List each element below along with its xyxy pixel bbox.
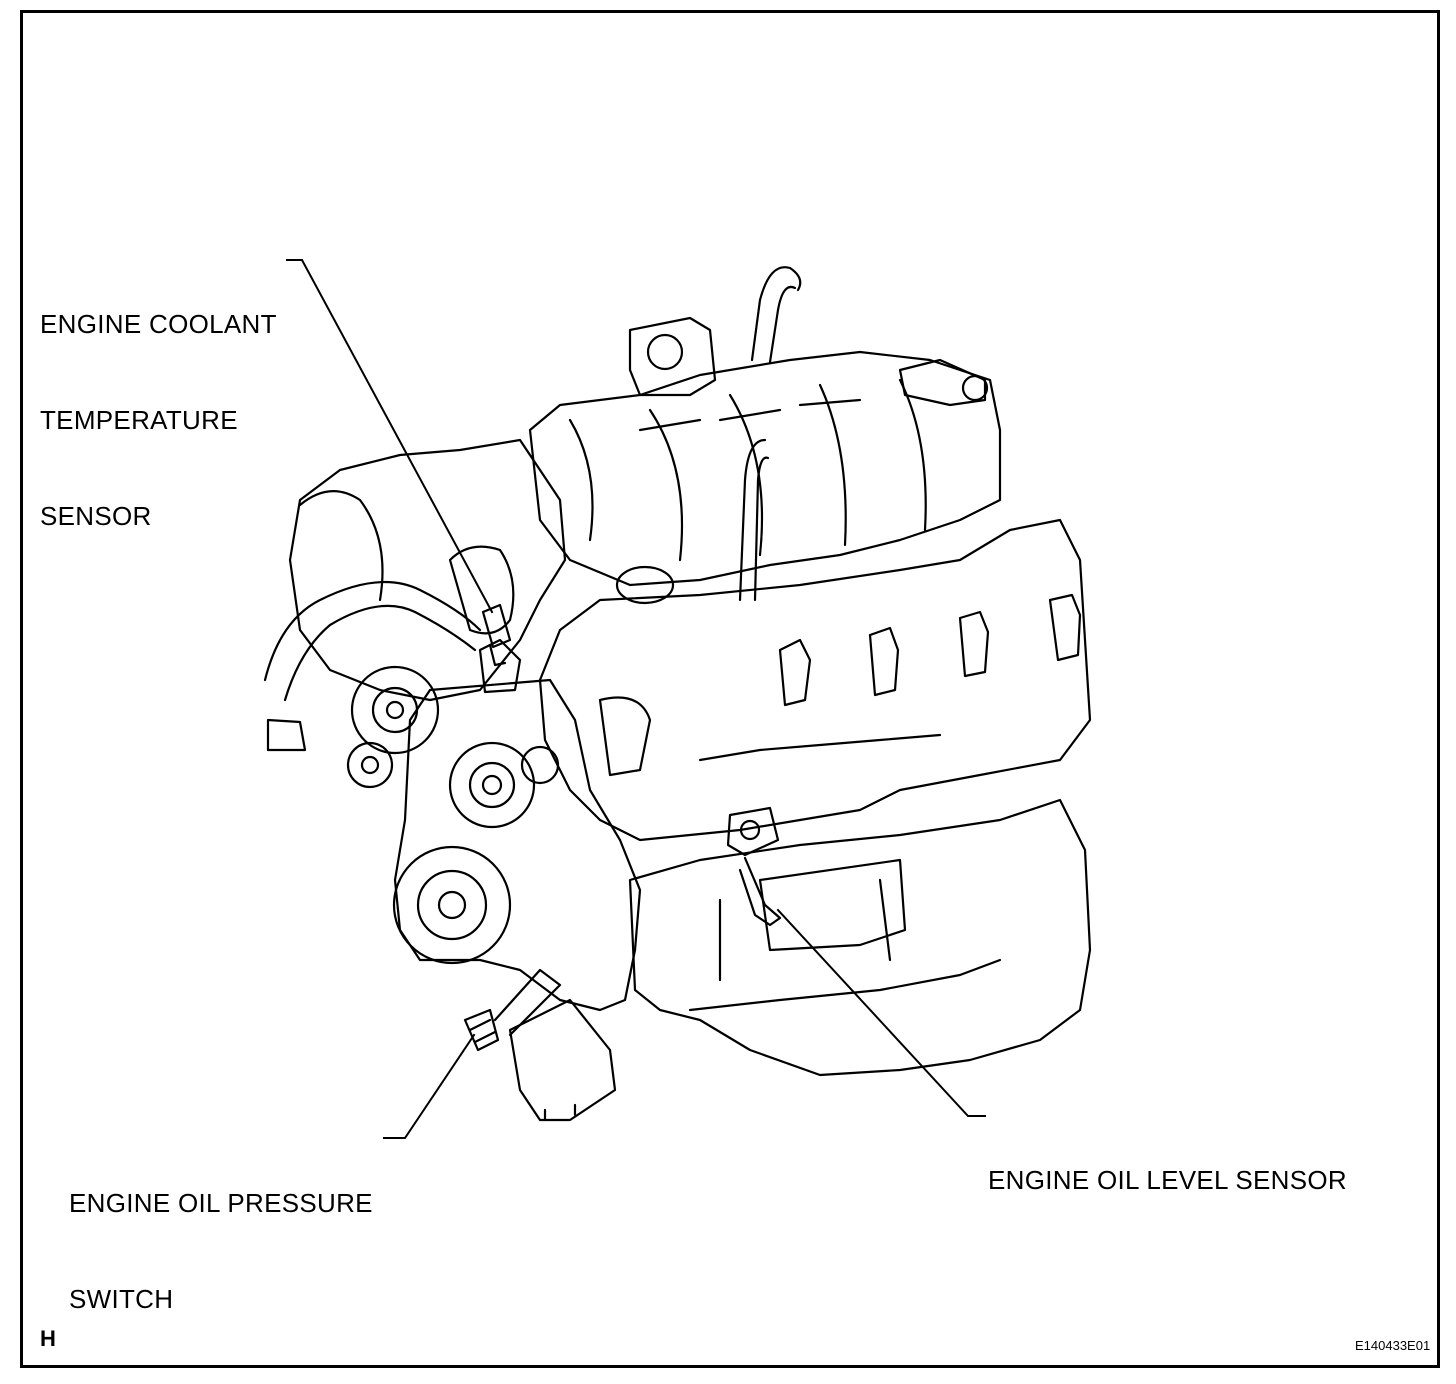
label-engine-coolant-temperature-sensor: ENGINE COOLANT TEMPERATURE SENSOR (40, 309, 277, 531)
left-bank (288, 438, 567, 702)
leader-coolant-temp (286, 259, 494, 614)
timing-cover (393, 678, 642, 1012)
crankshaft-pulley (392, 845, 512, 965)
alternator-pulley (448, 741, 536, 829)
corner-letter: H (40, 1326, 56, 1351)
radiator-hose (263, 580, 482, 702)
oil-filter (508, 998, 617, 1122)
oil-level-sensor (726, 806, 782, 927)
intake-manifold (528, 350, 1002, 587)
leader-oil-pressure (383, 1033, 476, 1139)
figure-code: E140433E01 (1355, 1338, 1431, 1353)
label-engine-oil-pressure-switch: ENGINE OIL PRESSURE SWITCH (69, 1188, 373, 1314)
water-pump-pulley (350, 665, 440, 755)
coolant-temp-sensor (481, 603, 512, 667)
throttle-body (898, 358, 987, 407)
diagram-frame (20, 10, 1440, 1368)
leader-oil-level (776, 908, 986, 1117)
oil-pan (628, 798, 1092, 1077)
idler-pulley-left (346, 741, 394, 789)
oil-pressure-switch (463, 1008, 500, 1052)
oil-filler-cap (615, 565, 675, 605)
valve-cover-right (538, 518, 1092, 842)
dipstick-tube (750, 266, 802, 364)
label-engine-oil-level-sensor: ENGINE OIL LEVEL SENSOR (988, 1165, 1347, 1195)
